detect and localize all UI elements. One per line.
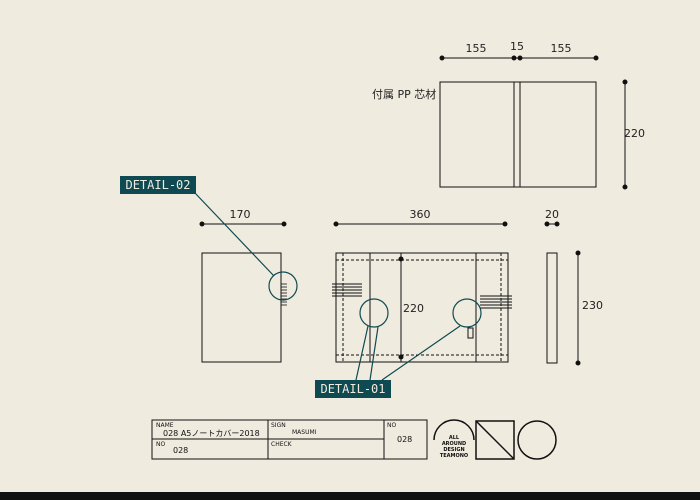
no-label: NO	[156, 441, 165, 448]
name-label: NAME	[156, 422, 174, 429]
logo-line-3: DESIGN	[443, 447, 464, 453]
detail-02-label: DETAIL-02	[125, 178, 190, 192]
detail-01-leader-right	[381, 325, 461, 381]
front-band	[281, 283, 287, 306]
detail-01-circle-right	[452, 298, 482, 328]
detail-02-tag	[120, 176, 196, 194]
open-dim-inner-height: 220	[403, 302, 424, 315]
open-dim-width: 360	[410, 208, 431, 221]
side-view	[546, 252, 558, 364]
pp-dim-height: 220	[624, 127, 645, 140]
front-view	[201, 252, 282, 363]
bottom-bar	[0, 492, 700, 500]
sign-value: MASUMI	[292, 429, 317, 436]
pp-core-dimensions	[439, 55, 628, 190]
detail-01-leader-left	[355, 325, 369, 381]
pp-core-view	[439, 81, 597, 188]
title-block	[151, 419, 428, 460]
logo-arc	[433, 419, 475, 441]
logo-line-4: TEAMONO	[440, 453, 468, 459]
open-dimensions	[333, 221, 508, 360]
detail-01-leader-mid	[369, 326, 379, 381]
detail-01-circle-left	[359, 298, 389, 328]
brand-logo	[433, 419, 557, 460]
no2-value: 028	[397, 435, 412, 444]
side-dimensions	[544, 221, 581, 366]
logo-diagonal	[475, 420, 515, 460]
front-dimensions	[199, 221, 287, 227]
pp-dim-right: 155	[551, 42, 572, 55]
open-cover-stitch	[342, 253, 502, 362]
name-value: 028 A5ノートカバー2018	[163, 429, 260, 438]
pen-tab	[467, 327, 474, 339]
front-dim-width: 170	[230, 208, 251, 221]
check-label: CHECK	[271, 441, 293, 448]
side-outline	[546, 252, 558, 364]
pp-core-label: 付属 PP 芯材	[372, 87, 436, 101]
detail-01-label: DETAIL-01	[320, 382, 385, 396]
side-dim-width: 20	[545, 208, 559, 221]
front-cover-outline	[201, 252, 282, 363]
detail-02-leader	[194, 192, 275, 277]
no-value: 028	[173, 446, 188, 455]
no2-label: NO	[387, 422, 396, 429]
logo-square	[475, 420, 515, 460]
pp-core-outline	[439, 81, 597, 188]
pp-dim-mid: 15	[510, 40, 524, 53]
open-left-band	[332, 283, 362, 297]
logo-line-1: ALL	[449, 435, 460, 441]
logo-line-2: AROUND	[442, 441, 466, 447]
inner-pocket	[369, 252, 477, 363]
sign-label: SIGN	[271, 422, 286, 429]
detail-02-circle	[268, 271, 298, 301]
detail-01-tag	[315, 380, 391, 398]
detail-circles	[194, 192, 482, 381]
side-dim-height: 230	[582, 299, 603, 312]
pp-dim-left: 155	[466, 42, 487, 55]
open-right-band	[480, 295, 512, 309]
logo-circle	[517, 420, 557, 460]
open-cover-stitch-h	[336, 259, 508, 356]
